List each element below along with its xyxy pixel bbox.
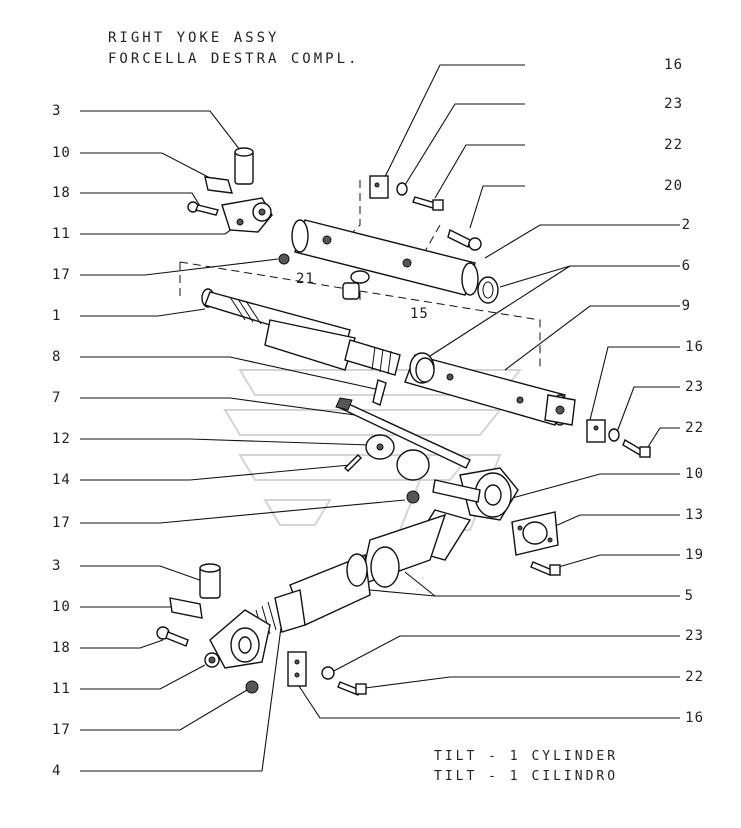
washer [350,270,370,284]
screw [412,196,444,211]
callout-label: 23 [664,96,683,112]
callout-label: 21 [296,271,315,287]
upper-barrel [291,219,479,296]
washer [321,666,335,680]
grease-nipple [447,228,482,251]
screw [187,201,219,216]
clip-plate [586,419,606,443]
callout-label: 10 [52,599,71,615]
callout-label: 23 [685,379,704,395]
lower-eye [432,467,519,521]
pin [204,176,233,194]
callout-label: 3 [52,103,61,119]
pin [169,597,203,619]
left-callouts: 3 10 18 11 17 1 8 7 12 14 17 3 10 18 11 … [52,103,71,779]
callout-label: 16 [664,57,683,73]
callout-label: 10 [685,466,704,482]
nut [406,490,420,504]
callout-label: 16 [685,339,704,355]
wiper-ring [477,276,499,304]
screw [156,626,189,647]
screw [530,561,561,576]
callout-label: 6 [682,258,691,274]
callout-label: 13 [685,507,704,523]
bushing [234,147,254,185]
bushing [199,563,221,599]
callout-label: 17 [52,267,71,283]
bolt [372,379,387,406]
footer-line2: TILT - 1 CILINDRO [434,769,618,784]
lower-barrel [255,509,472,639]
callout-label: 8 [52,349,61,365]
clip-plate [369,175,389,199]
lower-yoke [204,609,271,669]
callout-label: 7 [52,390,61,406]
callout-label: 17 [52,515,71,531]
title-line1: RIGHT YOKE ASSY [108,30,279,46]
left-leader-lines [80,110,406,772]
callout-label: 19 [685,547,704,563]
callout-label: 22 [685,420,704,436]
callout-label: 20 [664,178,683,194]
roll-pin [344,454,362,472]
callout-label: 22 [685,669,704,685]
callout-label: 14 [52,472,71,488]
callout-label: 1 [52,308,61,324]
callout-label: 11 [52,681,71,697]
callout-label: 18 [52,185,71,201]
callout-label: 4 [52,763,61,779]
callout-label: 15 [410,306,429,322]
right-leader-lines [294,64,680,719]
callout-label: 17 [52,722,71,738]
flange-plate [511,511,559,556]
callout-label: 9 [682,298,691,314]
callout-label: 23 [685,628,704,644]
washer [396,182,408,196]
callout-label: 18 [52,640,71,656]
upper-yoke [221,197,273,233]
footer-line1: TILT - 1 CYLINDER [434,749,618,764]
callout-label: 2 [682,217,691,233]
plug [342,282,360,300]
nut [245,680,259,694]
callout-label: 12 [52,431,71,447]
ball-joint [365,434,430,481]
washer [608,428,620,442]
callout-label: 3 [52,558,61,574]
callout-label: 22 [664,137,683,153]
callout-label: 10 [52,145,71,161]
callout-label: 16 [685,710,704,726]
title-line2: FORCELLA DESTRA COMPL. [108,51,359,67]
screw [337,681,367,696]
nut [278,253,290,265]
clip-plate [287,651,307,687]
tie-rod [335,397,471,469]
callout-label: 5 [685,588,694,604]
screw [622,438,651,458]
piston-rod [201,288,401,376]
callout-label: 11 [52,226,71,242]
rod-seal [415,357,435,383]
right-callouts: 16 23 22 20 2 6 9 16 23 22 10 13 19 5 23… [664,57,704,726]
